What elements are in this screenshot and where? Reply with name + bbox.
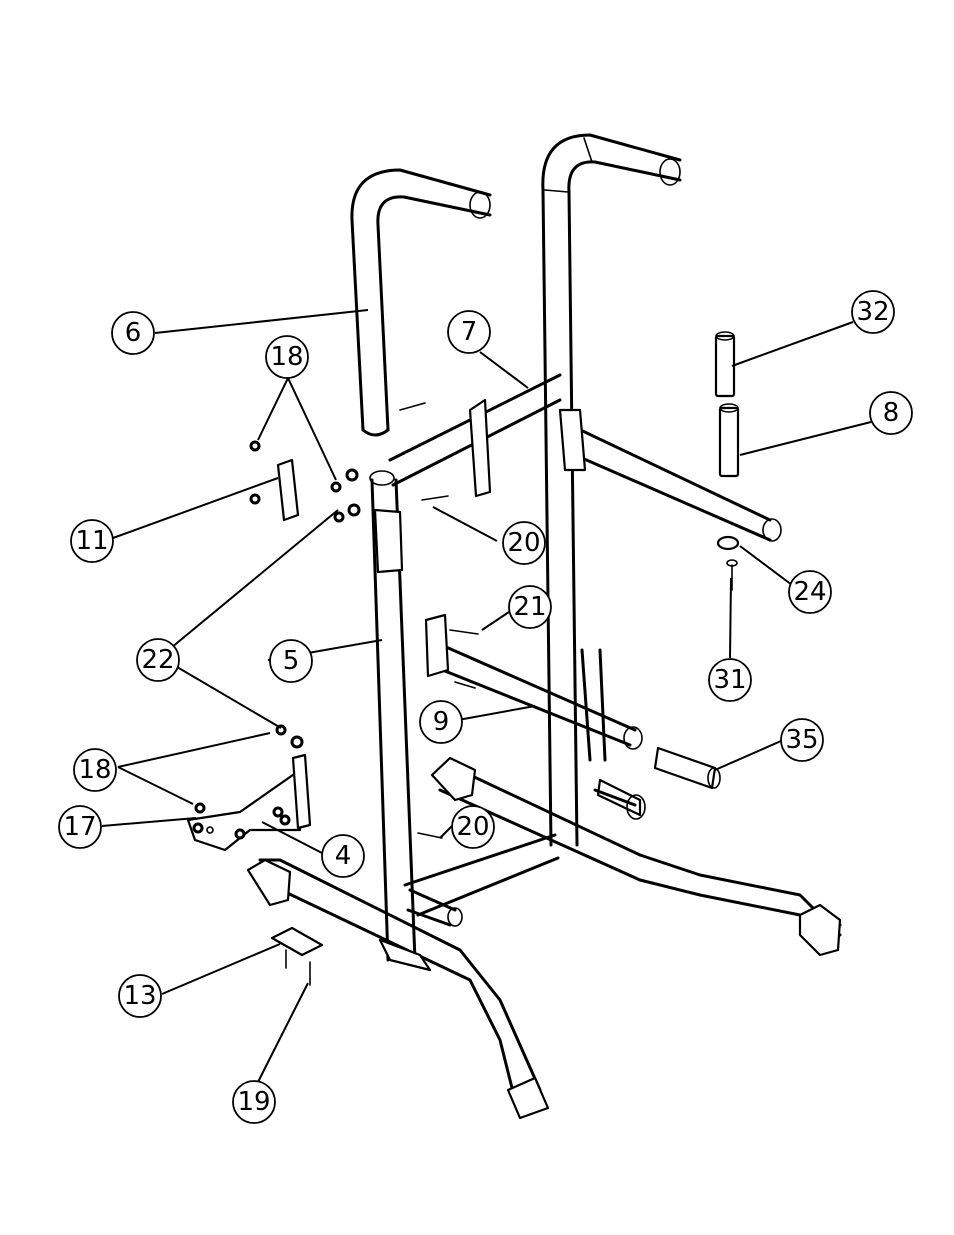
callout-17: 17 [59, 806, 101, 848]
svg-text:31: 31 [713, 665, 746, 695]
callout-11: 11 [71, 520, 113, 562]
callout-32: 32 [852, 291, 894, 333]
svg-text:35: 35 [785, 725, 818, 755]
callout-5: 5 [270, 640, 312, 682]
front-frame [248, 170, 642, 1118]
callout-20-upper: 20 [503, 522, 545, 564]
svg-text:21: 21 [513, 592, 546, 622]
callout-9: 9 [420, 701, 462, 743]
svg-text:17: 17 [63, 812, 96, 842]
callout-7: 7 [448, 311, 490, 353]
svg-text:6: 6 [125, 318, 142, 348]
svg-text:11: 11 [75, 526, 108, 556]
svg-text:20: 20 [456, 812, 489, 842]
svg-text:22: 22 [141, 645, 174, 675]
svg-text:8: 8 [883, 398, 900, 428]
svg-text:7: 7 [461, 317, 478, 347]
svg-text:19: 19 [237, 1087, 270, 1117]
svg-text:32: 32 [856, 297, 889, 327]
callout-21: 21 [509, 586, 551, 628]
svg-text:9: 9 [433, 707, 450, 737]
callout-31: 31 [709, 659, 751, 701]
callout-22: 22 [137, 639, 179, 681]
svg-text:18: 18 [78, 755, 111, 785]
callout-18-bottom: 18 [74, 749, 116, 791]
bracket-part-4 [188, 755, 310, 850]
plate-part-11 [278, 460, 298, 520]
svg-text:13: 13 [123, 981, 156, 1011]
callout-18-top: 18 [266, 336, 308, 378]
svg-text:18: 18 [270, 342, 303, 372]
svg-text:24: 24 [793, 577, 826, 607]
svg-text:4: 4 [335, 841, 352, 871]
callout-4: 4 [322, 835, 364, 877]
callout-20-lower: 20 [452, 806, 494, 848]
callout-13: 13 [119, 975, 161, 1017]
callout-19: 19 [233, 1081, 275, 1123]
svg-text:20: 20 [507, 528, 540, 558]
callout-35: 35 [781, 719, 823, 761]
callout-6: 6 [112, 312, 154, 354]
svg-text:5: 5 [283, 646, 300, 676]
callout-8: 8 [870, 392, 912, 434]
callout-24: 24 [789, 571, 831, 613]
